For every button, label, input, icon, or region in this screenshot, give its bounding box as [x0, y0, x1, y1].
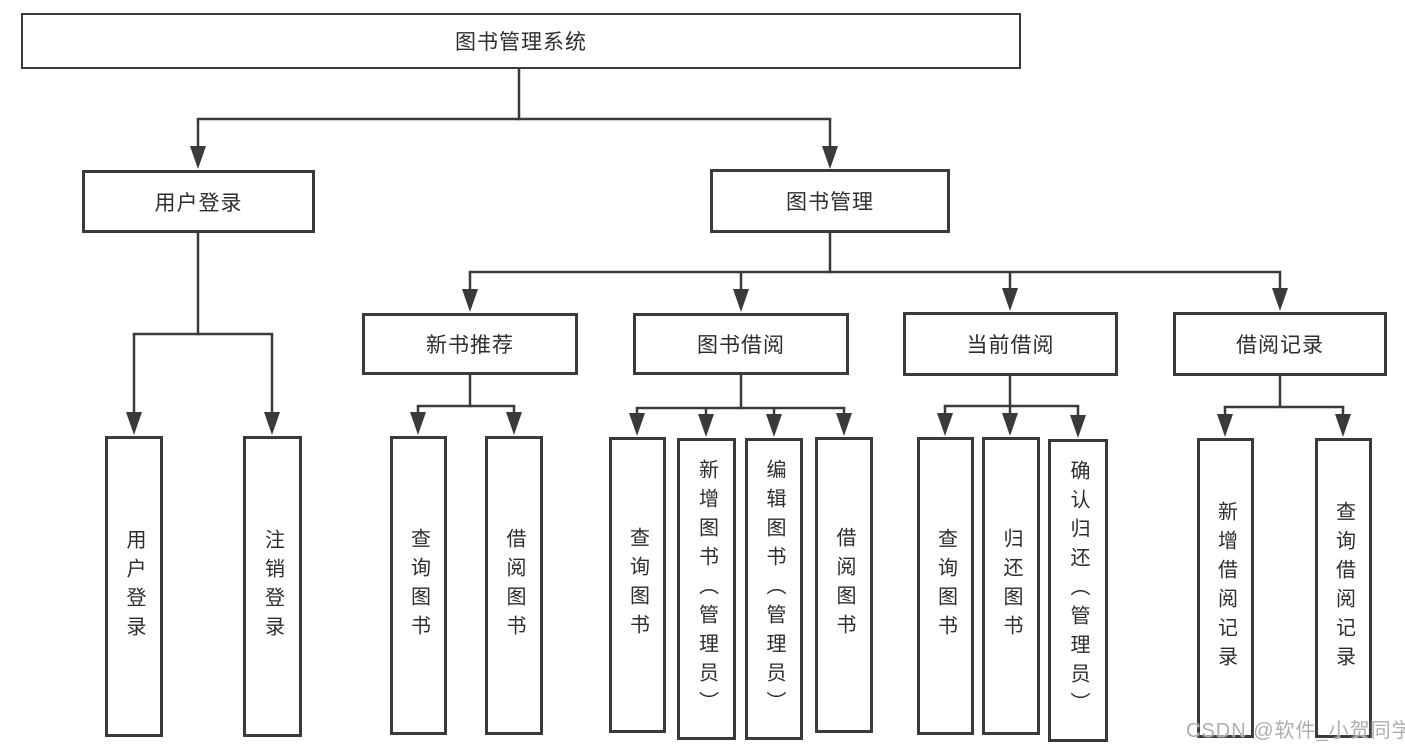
leaf-label: 新增图书（管理员） — [695, 458, 718, 720]
node-leaf-query-borrow-record: 查询借阅记录 — [1315, 438, 1372, 738]
node-leaf-edit-book-admin: 编辑图书（管理员） — [745, 438, 803, 740]
node-book-borrow-label: 图书借阅 — [697, 334, 785, 357]
node-leaf-return-book: 归还图书 — [982, 437, 1040, 735]
node-leaf-query-books-current: 查询图书 — [917, 437, 974, 735]
leaf-label: 查询借阅记录 — [1332, 501, 1355, 675]
leaf-label: 查询图书 — [407, 527, 430, 644]
leaf-label: 借阅图书 — [833, 527, 855, 643]
node-current-borrow: 当前借阅 — [903, 312, 1118, 376]
leaf-label: 注销登录 — [261, 528, 284, 645]
leaf-label: 编辑图书（管理员） — [763, 458, 785, 720]
node-user-login: 用户登录 — [82, 170, 315, 233]
node-leaf-borrow-book-recommend: 借阅图书 — [485, 436, 543, 735]
leaf-label: 归还图书 — [1000, 528, 1022, 644]
leaf-label: 借阅图书 — [503, 527, 525, 644]
node-book-management: 图书管理 — [710, 169, 950, 233]
node-book-management-label: 图书管理 — [786, 191, 874, 214]
node-new-book-recommend: 新书推荐 — [362, 313, 578, 375]
node-new-book-recommend-label: 新书推荐 — [426, 334, 514, 357]
leaf-label: 确认归还（管理员） — [1067, 460, 1089, 721]
leaf-label: 新增借阅记录 — [1214, 501, 1237, 675]
node-leaf-user-login: 用户登录 — [105, 436, 163, 737]
node-borrow-records-label: 借阅记录 — [1236, 334, 1324, 357]
watermark: CSDN @软件_小贺同学 — [1186, 720, 1405, 742]
node-borrow-records: 借阅记录 — [1173, 312, 1387, 376]
node-leaf-add-borrow-record: 新增借阅记录 — [1197, 438, 1254, 738]
node-leaf-query-books-recommend: 查询图书 — [390, 436, 447, 735]
node-book-borrow: 图书借阅 — [633, 313, 849, 375]
node-root: 图书管理系统 — [21, 13, 1021, 69]
node-leaf-query-books-borrow: 查询图书 — [609, 437, 666, 733]
node-leaf-logout: 注销登录 — [243, 436, 302, 737]
node-leaf-confirm-return-admin: 确认归还（管理员） — [1048, 439, 1108, 742]
node-root-label: 图书管理系统 — [455, 31, 587, 54]
node-user-login-label: 用户登录 — [154, 191, 243, 215]
node-leaf-add-book-admin: 新增图书（管理员） — [677, 438, 736, 740]
node-leaf-borrow-book-borrow: 借阅图书 — [815, 437, 873, 733]
leaf-label: 用户登录 — [123, 528, 145, 645]
node-current-borrow-label: 当前借阅 — [966, 334, 1055, 357]
leaf-label: 查询图书 — [934, 528, 957, 644]
leaf-label: 查询图书 — [626, 527, 649, 643]
